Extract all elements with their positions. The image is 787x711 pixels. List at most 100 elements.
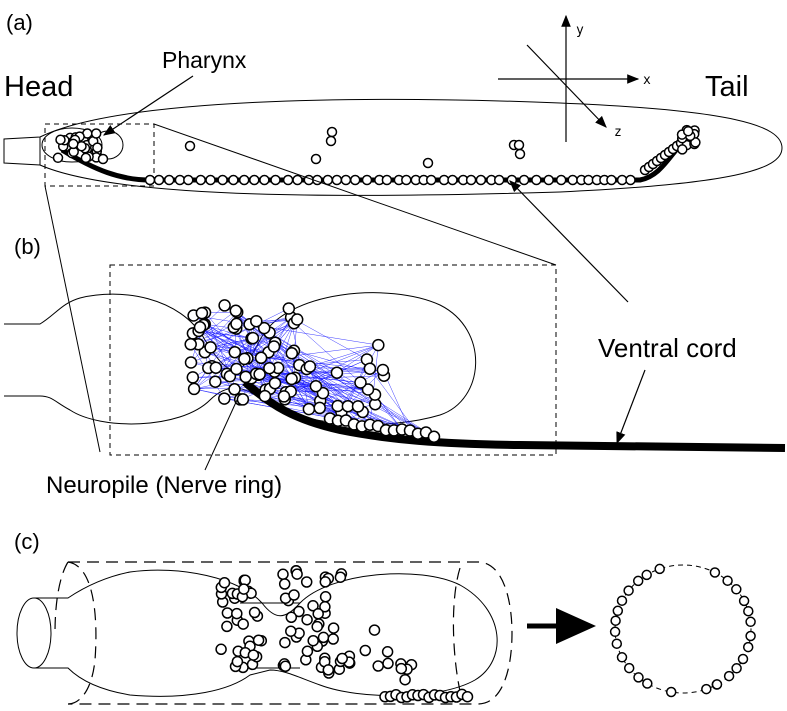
neuron-dot xyxy=(228,174,239,186)
ventral-cord-arrow-a xyxy=(509,180,629,303)
pharynx-arrow xyxy=(102,75,194,136)
neuron-dot xyxy=(742,641,754,653)
neuron-dot xyxy=(253,368,266,381)
neuron-dot xyxy=(654,563,665,575)
neurons-panel-b xyxy=(184,299,441,444)
neuron-dot xyxy=(292,174,303,186)
neuron-dot xyxy=(239,370,252,384)
neuron-dot xyxy=(230,317,243,331)
neuron-dot xyxy=(401,174,412,186)
neuron-dot xyxy=(616,652,628,663)
neuron-dot xyxy=(277,390,291,403)
neuron-dot xyxy=(555,174,567,186)
neuron-dot xyxy=(153,174,165,186)
neuron-dot xyxy=(238,174,250,186)
neuron-dot xyxy=(531,174,542,186)
neuron-dot xyxy=(612,605,624,617)
neuron-dot xyxy=(249,174,260,186)
neuron-dot xyxy=(376,363,390,377)
neuron-dot xyxy=(277,568,289,581)
neuron-dot xyxy=(218,392,231,405)
neuron-dot xyxy=(195,306,209,320)
neuron-dot xyxy=(567,174,578,186)
neuron-dot xyxy=(322,664,335,676)
neuron-dot xyxy=(228,345,242,359)
neuron-dot xyxy=(641,569,652,581)
neuron-dot xyxy=(319,591,332,603)
neuron-dot xyxy=(215,643,227,656)
neuron-dot xyxy=(307,600,319,612)
neuron-dot xyxy=(372,660,384,672)
neuron-dot xyxy=(334,571,347,583)
neuron-dot xyxy=(221,620,233,633)
neuron-dot xyxy=(633,672,644,683)
neuron-dot xyxy=(331,174,343,186)
neuron-dot xyxy=(701,683,712,695)
neuron-dot xyxy=(381,646,394,658)
neuron-dot xyxy=(722,575,733,586)
neuron-dot xyxy=(682,125,694,137)
neuron-dot xyxy=(288,589,300,601)
panel-c-tag: (c) xyxy=(14,529,40,554)
neuron-dot xyxy=(326,126,338,138)
neuron-dot xyxy=(319,576,332,588)
neuron-dot xyxy=(252,634,265,646)
neuron-dot xyxy=(90,128,102,139)
neuron-dot xyxy=(92,142,103,153)
panel-b-tag: (b) xyxy=(14,234,41,259)
neuron-dot xyxy=(475,174,487,186)
neuron-dot xyxy=(310,153,322,165)
neuron-dot xyxy=(184,338,197,351)
neuron-dot xyxy=(616,595,628,606)
neuron-dot xyxy=(183,174,194,186)
pharynx-label: Pharynx xyxy=(162,47,247,73)
neuron-dot xyxy=(80,152,92,164)
neuron-dot xyxy=(52,152,64,164)
neuron-dot xyxy=(302,402,316,416)
neuron-dot xyxy=(611,638,623,649)
axis-z-label: z xyxy=(614,125,622,140)
neuron-dot xyxy=(231,607,243,620)
neuron-dot xyxy=(609,626,621,638)
neuron-dot xyxy=(623,585,634,596)
neuron-dot xyxy=(221,607,234,619)
neuron-dot xyxy=(205,174,216,186)
ventral-cord-arrow-b xyxy=(616,369,646,445)
neuron-dot xyxy=(372,338,385,352)
neuron-dot xyxy=(513,139,525,151)
neuron-dot xyxy=(311,620,323,633)
neuron-dot xyxy=(278,578,291,590)
neuron-dot xyxy=(195,174,206,186)
neuron-dot xyxy=(291,568,303,580)
neuron-dot xyxy=(231,655,244,668)
neuron-dot xyxy=(395,662,408,675)
neuron-dot xyxy=(368,624,381,636)
ventral-cord-a xyxy=(60,140,685,183)
neuron-dot xyxy=(259,174,270,186)
neuron-dot xyxy=(282,302,296,315)
neuron-dot xyxy=(322,174,334,186)
neuron-dot xyxy=(422,157,434,169)
head-zoom-box xyxy=(44,123,155,187)
neuron-dot xyxy=(229,304,243,318)
neuron-dot xyxy=(745,616,756,628)
neuron-dot xyxy=(340,174,352,186)
neuron-dot xyxy=(514,148,526,160)
neuron-dot xyxy=(325,135,337,147)
neuron-dot xyxy=(625,174,636,186)
neuron-dot xyxy=(268,376,282,390)
neuropile-pointer xyxy=(204,399,238,471)
neuron-dot xyxy=(257,321,271,335)
neuron-dot xyxy=(745,630,756,642)
neuron-dot xyxy=(144,174,156,186)
axis-y-label: y xyxy=(576,23,584,38)
neuron-dot xyxy=(163,174,175,186)
neuron-dot xyxy=(349,174,361,186)
neuron-dot xyxy=(313,401,326,415)
neuron-dot xyxy=(218,299,231,312)
neuron-dot xyxy=(399,673,411,686)
neuron-dot xyxy=(493,174,505,186)
neuron-dot xyxy=(731,663,742,674)
neuron-dot xyxy=(301,613,313,626)
neuron-dot xyxy=(237,618,249,630)
